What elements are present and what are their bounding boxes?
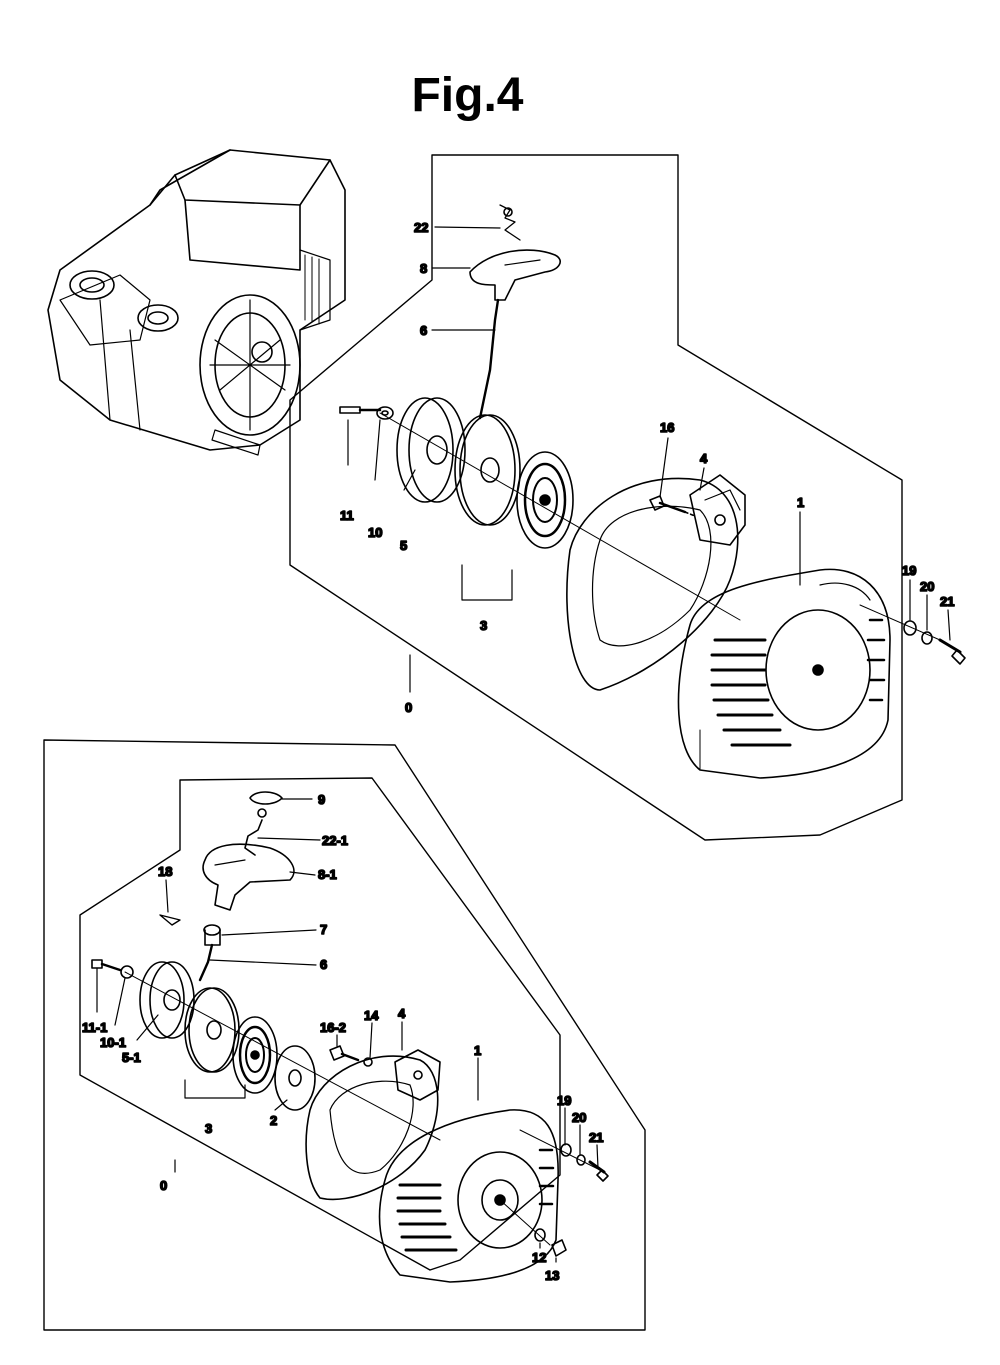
washer-2: [274, 1045, 316, 1111]
fasteners-bottom: [534, 1143, 609, 1257]
axis-line-nut-bottom: [499, 1199, 551, 1246]
starter-cover-bottom: [378, 1109, 559, 1283]
callout-16: 16: [660, 420, 674, 435]
callout-11-1: 11-1: [82, 1020, 107, 1035]
callout-21: 21: [589, 1130, 603, 1145]
fasteners-top: [903, 620, 966, 665]
callout-12: 12: [532, 1250, 546, 1265]
callout-20: 20: [572, 1110, 586, 1125]
starter-handle-bottom: [202, 843, 295, 911]
callout-3: 3: [205, 1121, 212, 1136]
callout-5: 5: [400, 538, 407, 553]
bolt-16-2: [329, 1045, 373, 1067]
starter-cover-top: [677, 568, 891, 779]
engine-housing: [47, 149, 346, 456]
axis-line-fasteners-bottom: [519, 1129, 601, 1171]
callout-22: 22: [414, 220, 428, 235]
bracket-3-bottom: [184, 1079, 246, 1099]
axis-line-top: [379, 412, 741, 621]
recoil-spring-bottom: [232, 1016, 278, 1094]
bolt-washer-bottom: [91, 959, 134, 979]
callout-11: 11: [340, 508, 354, 523]
callout-14: 14: [364, 1008, 379, 1023]
callout-20: 20: [920, 579, 934, 594]
pulley-bottom: [139, 961, 195, 1039]
callouts-bottom: 9 22-1 8-1 18 7 6 11-1 10-1 5-1 16-2 14 …: [81, 791, 604, 1284]
callout-7: 7: [320, 922, 327, 937]
callout-19: 19: [557, 1093, 571, 1108]
spring-plate-top: [454, 414, 521, 526]
callout-8-1: 8-1: [318, 867, 337, 882]
bolt-washer-top: [339, 406, 394, 420]
callout-6: 6: [320, 957, 327, 972]
callout-0: 0: [405, 700, 412, 715]
callout-10: 10: [368, 525, 382, 540]
callout-5-1: 5-1: [122, 1050, 141, 1065]
callout-8: 8: [420, 261, 427, 276]
callout-1: 1: [797, 495, 804, 510]
bracket-3-top: [461, 564, 513, 601]
leaders-bottom: [96, 798, 599, 1263]
callout-21: 21: [940, 594, 954, 609]
callouts-top: 22 8 6 11 10 5 3 16 4 1 19 20 21 0: [339, 219, 955, 716]
pawl-bottom: [394, 1049, 441, 1101]
callout-4: 4: [700, 451, 708, 466]
starter-handle-top: [469, 204, 561, 420]
top-assembly-outline: [289, 154, 903, 841]
callout-22-1: 22-1: [322, 833, 348, 848]
rope-knot-22-1: [244, 819, 263, 856]
bottom-assembly-frame: [43, 739, 646, 1331]
recoil-spring-top: [516, 451, 574, 549]
callout-1: 1: [474, 1043, 481, 1058]
gasket-plate-top: [566, 477, 739, 691]
rope-guide-7: [203, 924, 221, 946]
callout-10-1: 10-1: [100, 1035, 126, 1050]
leaders-top: [347, 226, 951, 641]
callout-18: 18: [158, 864, 172, 879]
pawl-top: [689, 474, 746, 546]
bolt-16-top: [649, 495, 696, 517]
axis-line-bottom: [124, 971, 441, 1141]
rope-6-bottom: [198, 943, 214, 982]
pulley-top: [396, 397, 466, 503]
spring-plate-bottom: [184, 987, 240, 1073]
callout-6: 6: [420, 323, 427, 338]
axis-line-fasteners-top: [859, 604, 941, 641]
callout-0: 0: [160, 1178, 167, 1193]
bottom-assembly-outline: [79, 777, 561, 1271]
callout-3: 3: [480, 618, 487, 633]
callout-19: 19: [902, 563, 916, 578]
callout-9: 9: [318, 792, 325, 807]
callout-4: 4: [398, 1006, 406, 1021]
figure-title: Fig.4: [411, 69, 524, 122]
callout-13: 13: [545, 1268, 559, 1283]
callout-16-2: 16-2: [320, 1020, 346, 1035]
callout-2: 2: [270, 1113, 277, 1128]
cap-9: [249, 791, 283, 818]
pin-18: [159, 914, 181, 926]
